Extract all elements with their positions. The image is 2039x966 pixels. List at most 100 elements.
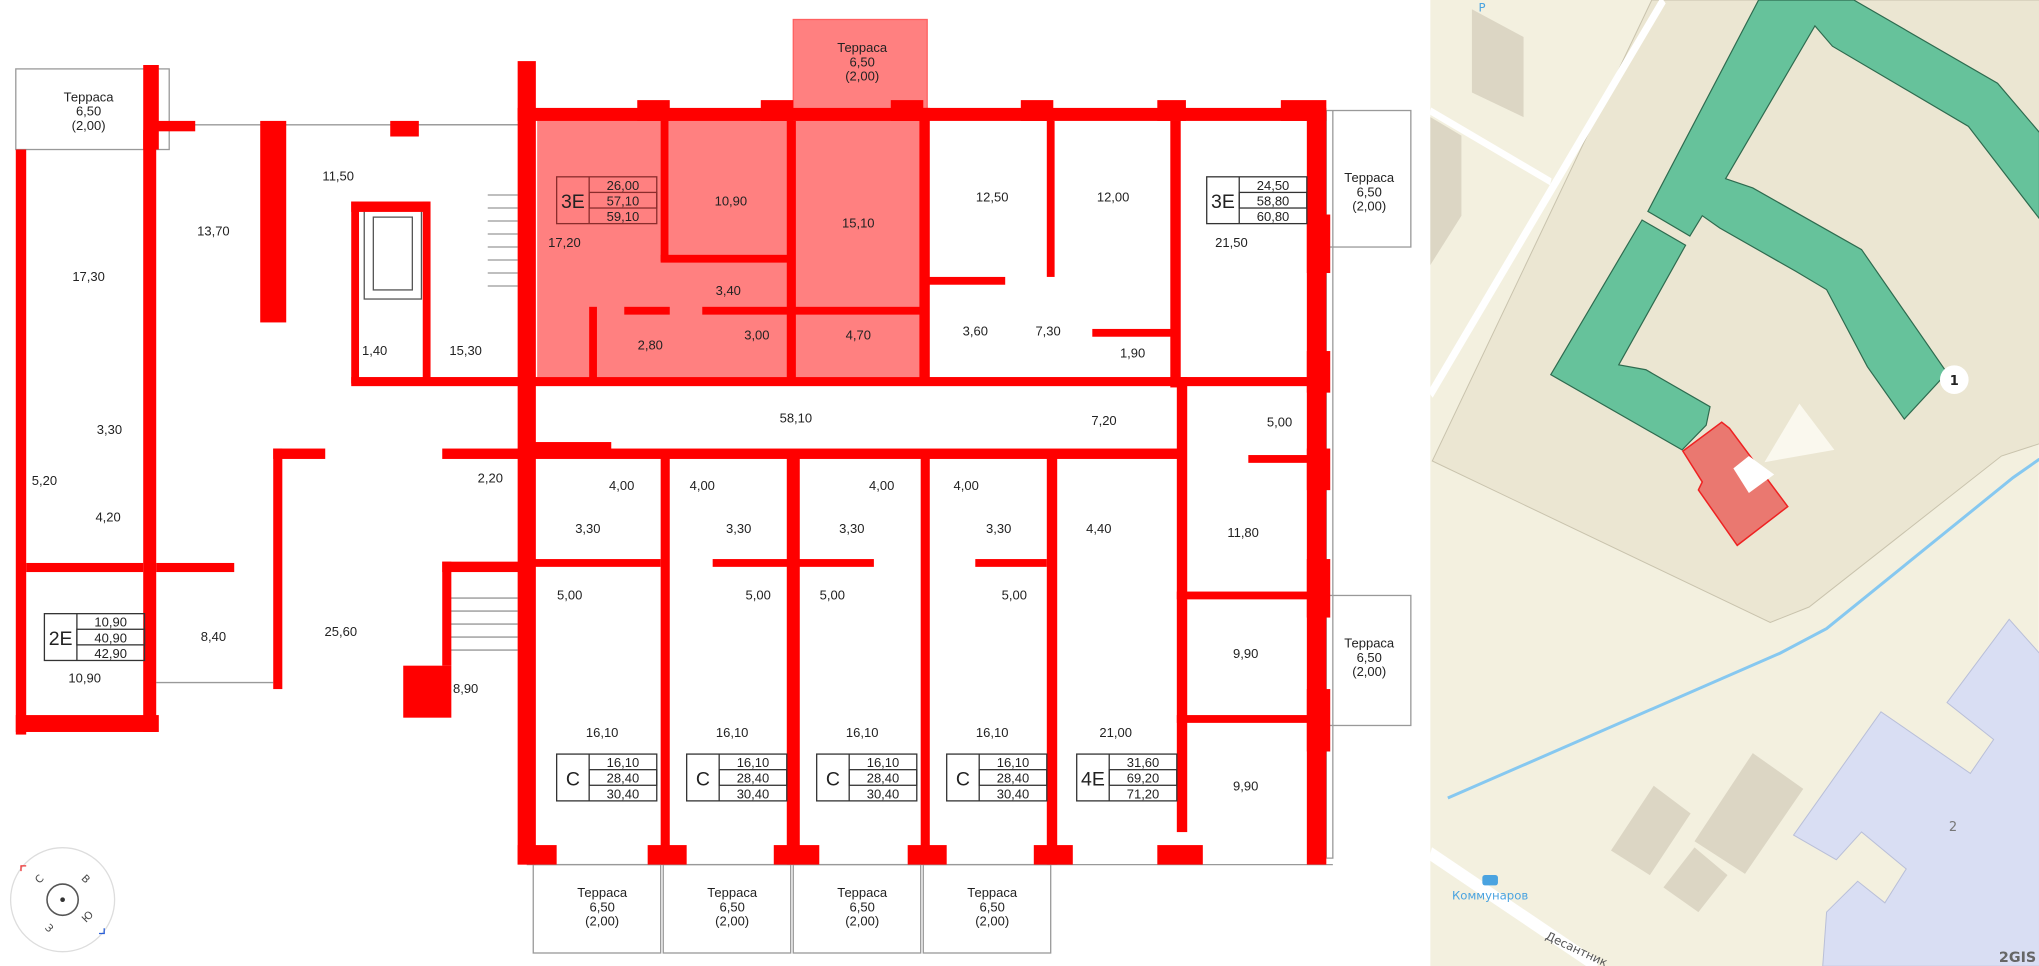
room-area-label: 3,40 — [716, 283, 741, 298]
room-area-label: 8,90 — [453, 681, 478, 696]
room-area-label: 12,00 — [1097, 190, 1130, 205]
room-area-label: 9,90 — [1233, 778, 1258, 793]
selected-building[interactable] — [1683, 422, 1788, 545]
terrace-label: Терраса — [64, 89, 115, 104]
room-area-label: 7,30 — [1035, 323, 1060, 338]
living-area: 10,90 — [94, 615, 127, 630]
terrace-reduced-area: (2,00) — [72, 118, 106, 133]
room-area-label: 15,10 — [842, 216, 875, 231]
terrace-area: 6,50 — [590, 899, 615, 914]
room-area-label: 12,50 — [976, 190, 1009, 205]
total-area-with-terrace: 59,10 — [607, 209, 640, 224]
room-area-label: 11,80 — [1227, 525, 1259, 540]
room-area-label: 1,40 — [362, 343, 387, 358]
apartment-type: 4E — [1081, 768, 1105, 790]
room-area-label: 5,00 — [746, 587, 771, 602]
terrace-reduced-area: (2,00) — [1352, 199, 1386, 214]
road — [1428, 847, 1600, 966]
apartment-type: 3E — [561, 191, 585, 213]
room-area-label: 3,30 — [839, 521, 864, 536]
terrace-reduced-area: (2,00) — [975, 914, 1009, 929]
bus-stop-label[interactable]: Коммунаров — [1452, 889, 1528, 903]
room-area-label: 1,90 — [1120, 346, 1145, 361]
room-area-label: 58,10 — [780, 411, 813, 426]
building-2[interactable] — [1794, 619, 2039, 966]
total-area-with-terrace: 30,40 — [607, 786, 640, 801]
room-area-label: 4,00 — [954, 478, 979, 493]
location-map[interactable]: P 1 2 Коммунаров Десантник 2GIS — [1428, 0, 2039, 966]
apartment-type: С — [566, 768, 580, 790]
total-area-with-terrace: 42,90 — [94, 646, 127, 661]
living-area: 16,10 — [607, 755, 640, 770]
room-area-label: 25,60 — [325, 624, 358, 639]
terrace-label: Терраса — [837, 40, 888, 55]
room-area-label: 9,90 — [1233, 646, 1258, 661]
south-marker-icon — [99, 928, 105, 935]
terrace-area: 6,50 — [1357, 650, 1382, 665]
room-area-label: 16,10 — [586, 725, 619, 740]
entrance-marker — [1733, 456, 1775, 494]
brand-logo: 2GIS — [1999, 950, 2036, 966]
room-area-label: 17,30 — [72, 269, 105, 284]
room-area-label: 7,20 — [1091, 413, 1116, 428]
total-area: 57,10 — [607, 193, 640, 208]
terrace-area: 6,50 — [980, 899, 1005, 914]
room-area-label: 4,00 — [609, 478, 634, 493]
room-area-label: 16,10 — [976, 725, 1009, 740]
room-area-label: 5,00 — [820, 587, 845, 602]
room-area-label: 16,10 — [716, 725, 749, 740]
living-area: 26,00 — [607, 178, 640, 193]
total-area-with-terrace: 30,40 — [737, 786, 770, 801]
building-1-marker[interactable] — [1939, 365, 1969, 394]
total-area: 28,40 — [997, 771, 1030, 786]
terrace-reduced-area: (2,00) — [1352, 664, 1386, 679]
neighbour-building — [1471, 9, 1524, 118]
room-area-label: 11,50 — [322, 169, 354, 184]
room-area-label: 13,70 — [197, 223, 230, 238]
room-area-label: 3,60 — [963, 323, 988, 338]
view-direction-cone — [1764, 403, 1835, 463]
terrace-label: Терраса — [967, 885, 1018, 900]
total-area-with-terrace: 71,20 — [1127, 786, 1160, 801]
building-2-label: 2 — [1949, 820, 1957, 835]
room-area-label: 5,00 — [557, 587, 582, 602]
neighbour-building — [1430, 117, 1462, 265]
room-area-label: 4,70 — [846, 327, 871, 342]
total-area: 28,40 — [737, 771, 770, 786]
terrace-reduced-area: (2,00) — [715, 914, 749, 929]
complex-building-wing — [1551, 220, 1710, 450]
garage-lot — [1694, 753, 1804, 874]
living-area: 31,60 — [1127, 755, 1160, 770]
room-area-label: 21,50 — [1215, 235, 1248, 250]
room-area-label: 3,00 — [744, 327, 769, 342]
apartment-type: С — [696, 768, 710, 790]
terrace-reduced-area: (2,00) — [845, 914, 879, 929]
room-area-label: 8,40 — [201, 629, 226, 644]
yard-area — [1432, 0, 2039, 622]
room-area-label: 15,30 — [449, 343, 482, 358]
room-area-label: 4,00 — [690, 478, 715, 493]
room-area-label: 4,20 — [95, 509, 120, 524]
apartment-type: 3E — [1211, 191, 1235, 213]
living-area: 16,10 — [737, 755, 770, 770]
terrace-area: 6,50 — [76, 104, 101, 119]
parking-label: P — [1478, 1, 1485, 15]
total-area: 69,20 — [1127, 771, 1160, 786]
terrace-reduced-area: (2,00) — [845, 69, 879, 84]
terrace-reduced-area: (2,00) — [585, 914, 619, 929]
selected-apartment-3e[interactable] — [537, 18, 928, 378]
road — [1429, 107, 1552, 186]
living-area: 16,10 — [867, 755, 900, 770]
walls — [15, 61, 1331, 865]
